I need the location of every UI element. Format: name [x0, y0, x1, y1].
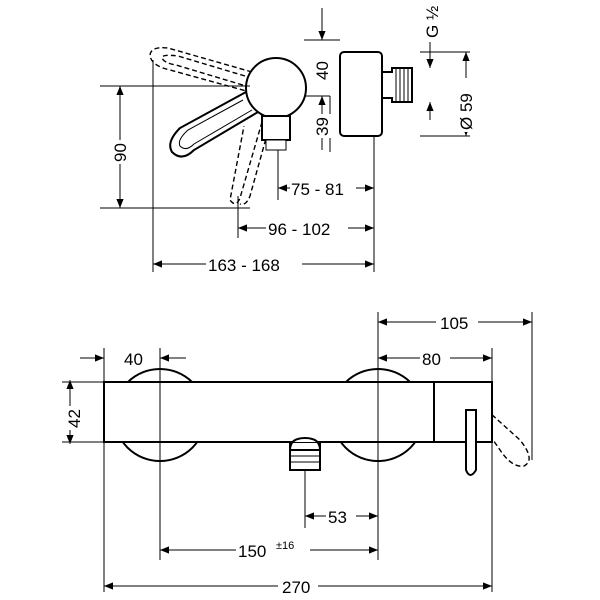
top-view: G ½ 40 39 Ø 59 90 75 - 81 96 - 102 163 -…	[100, 0, 476, 275]
dim-centers-tolerance: ±16	[276, 540, 294, 552]
dim-outlet-top: 40	[313, 61, 332, 80]
handle-disk	[245, 57, 307, 119]
dim-spout-short: 75 - 81	[291, 180, 344, 199]
dim-handle-short: 80	[422, 350, 441, 369]
bottom-outlet	[289, 436, 321, 451]
dim-front-height: 42	[65, 409, 84, 428]
dim-spout-mid: 96 - 102	[268, 220, 330, 239]
dim-diameter: Ø 59	[457, 93, 476, 130]
lever-lower-dashed	[229, 121, 263, 205]
dim-left-offset: 40	[124, 350, 143, 369]
lever-solid	[169, 91, 259, 158]
lever-upper-dashed	[149, 46, 253, 93]
dim-outlet: 53	[328, 508, 347, 527]
dim-height: 90	[111, 143, 130, 162]
dim-centers: 150	[238, 542, 266, 561]
dim-outlet-bottom: 39	[313, 117, 332, 136]
dim-handle-long: 105	[440, 314, 468, 333]
front-view: 40 42 105 80 53 150 ±16 270	[62, 312, 533, 597]
dim-spout-total: 163 - 168	[208, 256, 280, 275]
front-lever-solid	[465, 409, 477, 476]
outlet-stub	[261, 115, 291, 141]
front-lever-dashed	[477, 403, 530, 467]
wall-connection	[339, 51, 383, 137]
dim-total: 270	[282, 578, 310, 597]
dim-thread: G ½	[423, 6, 442, 38]
